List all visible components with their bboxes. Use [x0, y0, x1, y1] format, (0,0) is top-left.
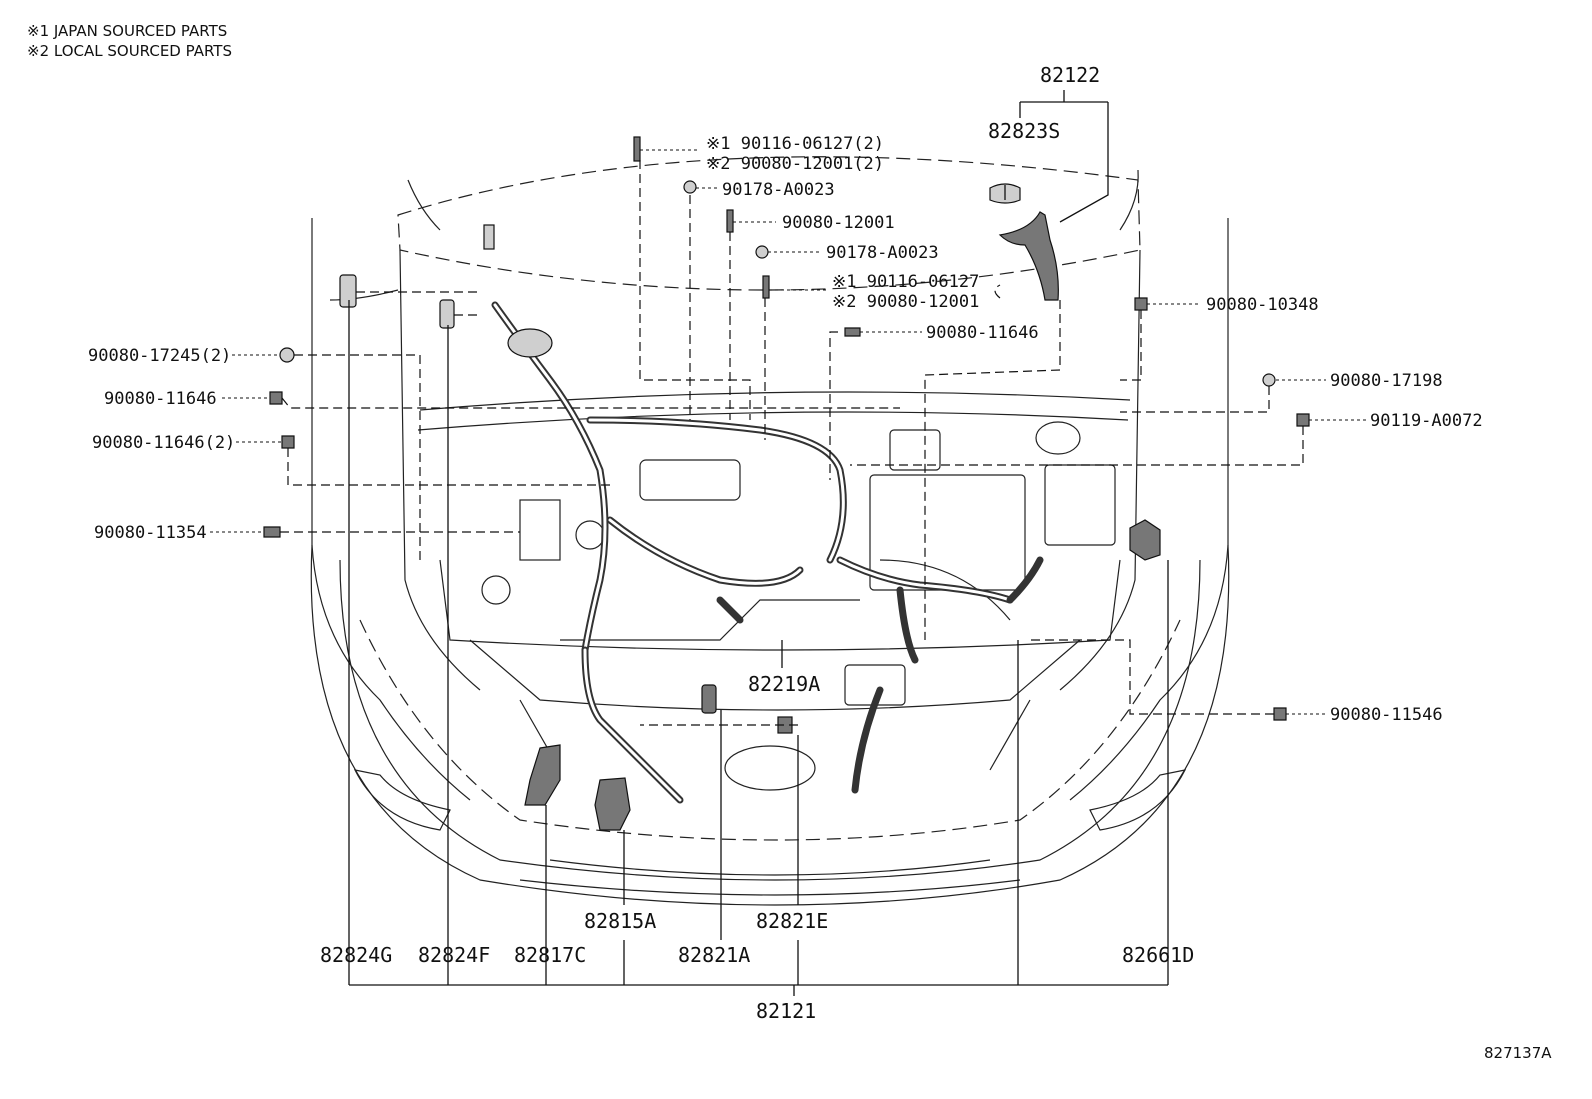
- relay-connector-icon: [483, 224, 495, 250]
- nut-icon: [683, 180, 697, 194]
- bolt-icon: [1134, 297, 1148, 311]
- bracket-82815A-icon: [594, 777, 631, 831]
- label-82824G: 82824G: [320, 943, 392, 967]
- label-90116-06127: ※1 90116-06127: [832, 272, 979, 292]
- stud-bolt-icon: [762, 275, 770, 299]
- label-90178-A0023-a: 90178-A0023: [722, 180, 835, 200]
- label-82219A: 82219A: [748, 672, 820, 696]
- label-90080-17198: 90080-17198: [1330, 371, 1443, 391]
- label-82817C: 82817C: [514, 943, 586, 967]
- label-90116-06127-2: ※1 90116-06127(2): [706, 134, 884, 154]
- connector-82824G-icon: [339, 274, 357, 308]
- bolt-icon: [263, 526, 281, 538]
- label-82823S: 82823S: [988, 119, 1060, 143]
- connector-82821A-icon: [701, 684, 717, 714]
- parts: [263, 136, 1310, 831]
- label-90080-11646-top: 90080-11646: [926, 323, 1039, 343]
- callout-labels: 82122 82823S ※1 90116-06127(2) ※2 90080-…: [88, 63, 1552, 1062]
- label-90080-10348: 90080-10348: [1206, 295, 1319, 315]
- label-90080-12001-b: ※2 90080-12001: [832, 292, 979, 312]
- label-90178-A0023-b: 90178-A0023: [826, 243, 939, 263]
- label-90080-12001: 90080-12001: [782, 213, 895, 233]
- label-82821E: 82821E: [756, 909, 828, 933]
- stud-bolt-icon: [633, 136, 641, 162]
- label-90080-11354: 90080-11354: [94, 523, 207, 543]
- leader-lines: [210, 90, 1366, 996]
- label-82661D: 82661D: [1122, 943, 1194, 967]
- car-body-outline: [310, 156, 1230, 906]
- bracket-82817C-icon: [524, 744, 561, 806]
- label-82824F: 82824F: [418, 943, 490, 967]
- bolt-icon: [281, 435, 295, 449]
- stud-bolt-icon: [726, 209, 734, 233]
- label-82815A: 82815A: [584, 909, 656, 933]
- terminal-82122-icon: [998, 211, 1059, 301]
- nut-icon: [1262, 373, 1276, 387]
- label-90080-11646-left: 90080-11646: [104, 389, 217, 409]
- connector-82824F-icon: [439, 299, 455, 329]
- label-90080-12001-2: ※2 90080-12001(2): [706, 154, 884, 174]
- label-90080-11646-2: 90080-11646(2): [92, 433, 235, 453]
- diagram-id: 827137A: [1484, 1044, 1552, 1062]
- label-90119-A0072: 90119-A0072: [1370, 411, 1483, 431]
- clip-icon: [279, 347, 295, 363]
- note-local-sourced: ※2 LOCAL SOURCED PARTS: [27, 42, 232, 60]
- label-90080-11546: 90080-11546: [1330, 705, 1443, 725]
- label-90080-17245-2: 90080-17245(2): [88, 346, 231, 366]
- note-japan-sourced: ※1 JAPAN SOURCED PARTS: [27, 22, 227, 40]
- nut-icon: [755, 245, 769, 259]
- wire-harness: [491, 301, 1044, 804]
- label-82121: 82121: [756, 999, 816, 1023]
- engine-bay: [481, 421, 1116, 706]
- connector-82661D-icon: [1129, 519, 1161, 561]
- bolt-icon: [844, 327, 861, 337]
- label-82122: 82122: [1040, 63, 1100, 87]
- bolt-icon: [1273, 707, 1287, 721]
- label-82821A: 82821A: [678, 943, 750, 967]
- bolt-icon: [1296, 413, 1310, 427]
- bolt-icon: [269, 391, 283, 405]
